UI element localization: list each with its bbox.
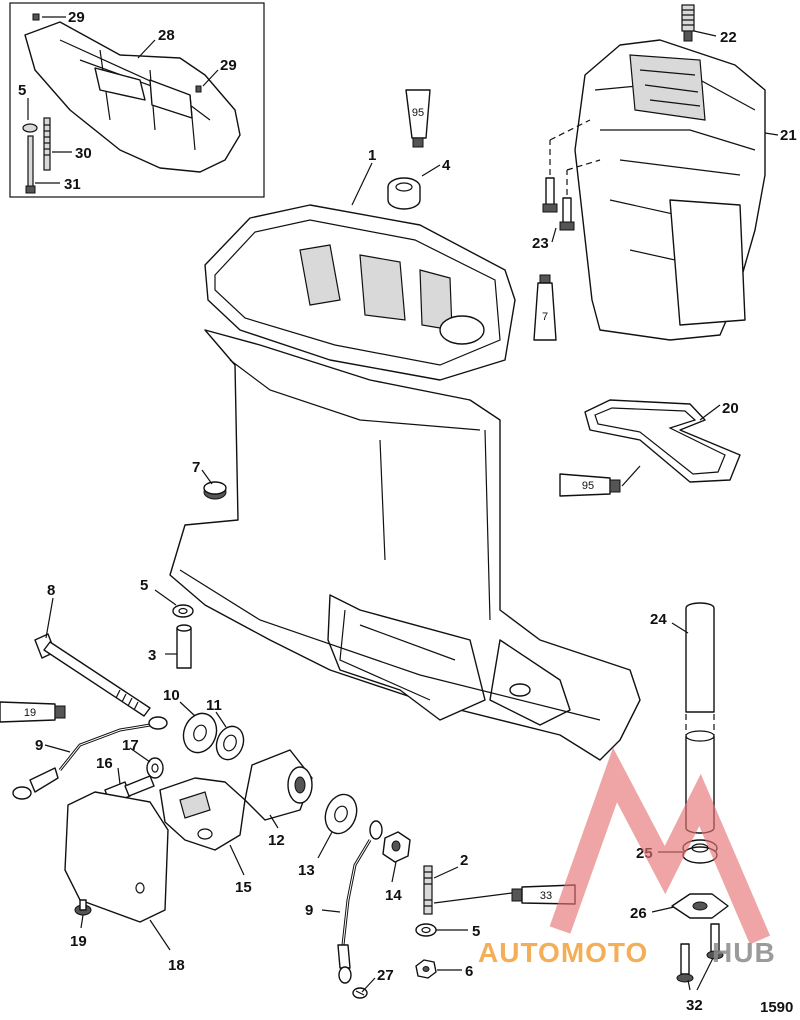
gasket-20: [584, 399, 741, 483]
callout-17: 17: [122, 737, 139, 754]
callout-30: 30: [75, 145, 92, 162]
callout-18: 18: [168, 957, 185, 974]
svg-text:33: 33: [540, 890, 552, 902]
ground-lead-9-left: [12, 716, 168, 800]
plate-26: [671, 893, 729, 919]
fitting-22: [681, 4, 695, 42]
inset-cover-plate: [24, 21, 241, 173]
svg-text:95: 95: [582, 480, 594, 492]
watermark-text-a: AUTOMOTO: [478, 937, 648, 968]
callout-20: 20: [722, 400, 739, 417]
callout-32: 32: [686, 997, 703, 1014]
upper-cover-21: [574, 39, 766, 341]
ground-lead-9-center: [337, 820, 383, 984]
figure-number: 1590: [760, 999, 793, 1016]
callout-7: 7: [192, 459, 200, 476]
callout-11: 11: [206, 697, 222, 714]
watermark-text-b: HUB: [712, 937, 776, 968]
cover-18: [64, 791, 169, 923]
callout-10: 10: [163, 687, 180, 704]
pin-3: [176, 624, 192, 669]
callout-4: 4: [442, 157, 451, 174]
washer-5-bottom: [415, 923, 437, 937]
sealant-tube-95-side: 95: [559, 473, 621, 497]
washer-17: [146, 757, 164, 779]
grommet: [387, 177, 421, 210]
callout-5-inset: 5: [18, 82, 26, 99]
callout-1: 1: [368, 147, 376, 164]
callout-29-mid: 29: [220, 57, 237, 74]
callout-24: 24: [650, 611, 667, 628]
washer-13: [324, 793, 358, 835]
screws-32: [676, 923, 724, 983]
washer-10: [182, 712, 218, 754]
nut-14: [382, 831, 411, 863]
callout-8: 8: [47, 582, 55, 599]
sealant-tube-95-top: 95: [405, 89, 431, 148]
callout-15: 15: [235, 879, 252, 896]
nut-6: [415, 959, 437, 979]
callout-9-center: 9: [305, 902, 313, 919]
bolt-8: [34, 633, 151, 717]
callout-5-left: 5: [140, 577, 148, 594]
callout-2: 2: [460, 852, 468, 869]
svg-text:7: 7: [542, 311, 548, 323]
washer-11: [215, 725, 245, 761]
callout-14: 14: [385, 887, 402, 904]
inset-frame: [9, 2, 265, 198]
plug-7: [203, 481, 227, 500]
bracket-15: [159, 777, 246, 851]
callout-29-top: 29: [68, 9, 85, 26]
leader-lines: [27, 16, 779, 993]
watermark: AUTOMOTO HUB: [478, 747, 776, 968]
callout-5-bottom: 5: [472, 923, 480, 940]
callout-3: 3: [148, 647, 156, 664]
callout-26: 26: [630, 905, 647, 922]
stud-2: [423, 865, 433, 915]
callout-19: 19: [70, 933, 87, 950]
callout-27: 27: [377, 967, 394, 984]
callout-22: 22: [720, 29, 737, 46]
screws-23: [542, 119, 601, 231]
callout-13: 13: [298, 862, 315, 879]
washer-5-left: [172, 604, 194, 618]
mount-12: [244, 749, 313, 821]
callout-6: 6: [465, 963, 473, 980]
sealant-tube-19: 19: [0, 701, 66, 723]
svg-text:95: 95: [412, 107, 424, 119]
callout-12: 12: [268, 832, 285, 849]
callout-28: 28: [158, 27, 175, 44]
callout-labels: 29 28 29 5 30 31 1 4 22 21 23 20 7 5 3 8…: [18, 9, 797, 1016]
callout-16: 16: [96, 755, 113, 772]
callout-23: 23: [532, 235, 549, 252]
sealant-tube-7: 7: [533, 274, 557, 341]
callout-21: 21: [780, 127, 797, 144]
callout-31: 31: [64, 176, 81, 193]
callout-9-left: 9: [35, 737, 43, 754]
svg-text:19: 19: [24, 707, 36, 719]
driveshaft-housing: [169, 204, 641, 761]
inset-fasteners: [22, 13, 202, 194]
